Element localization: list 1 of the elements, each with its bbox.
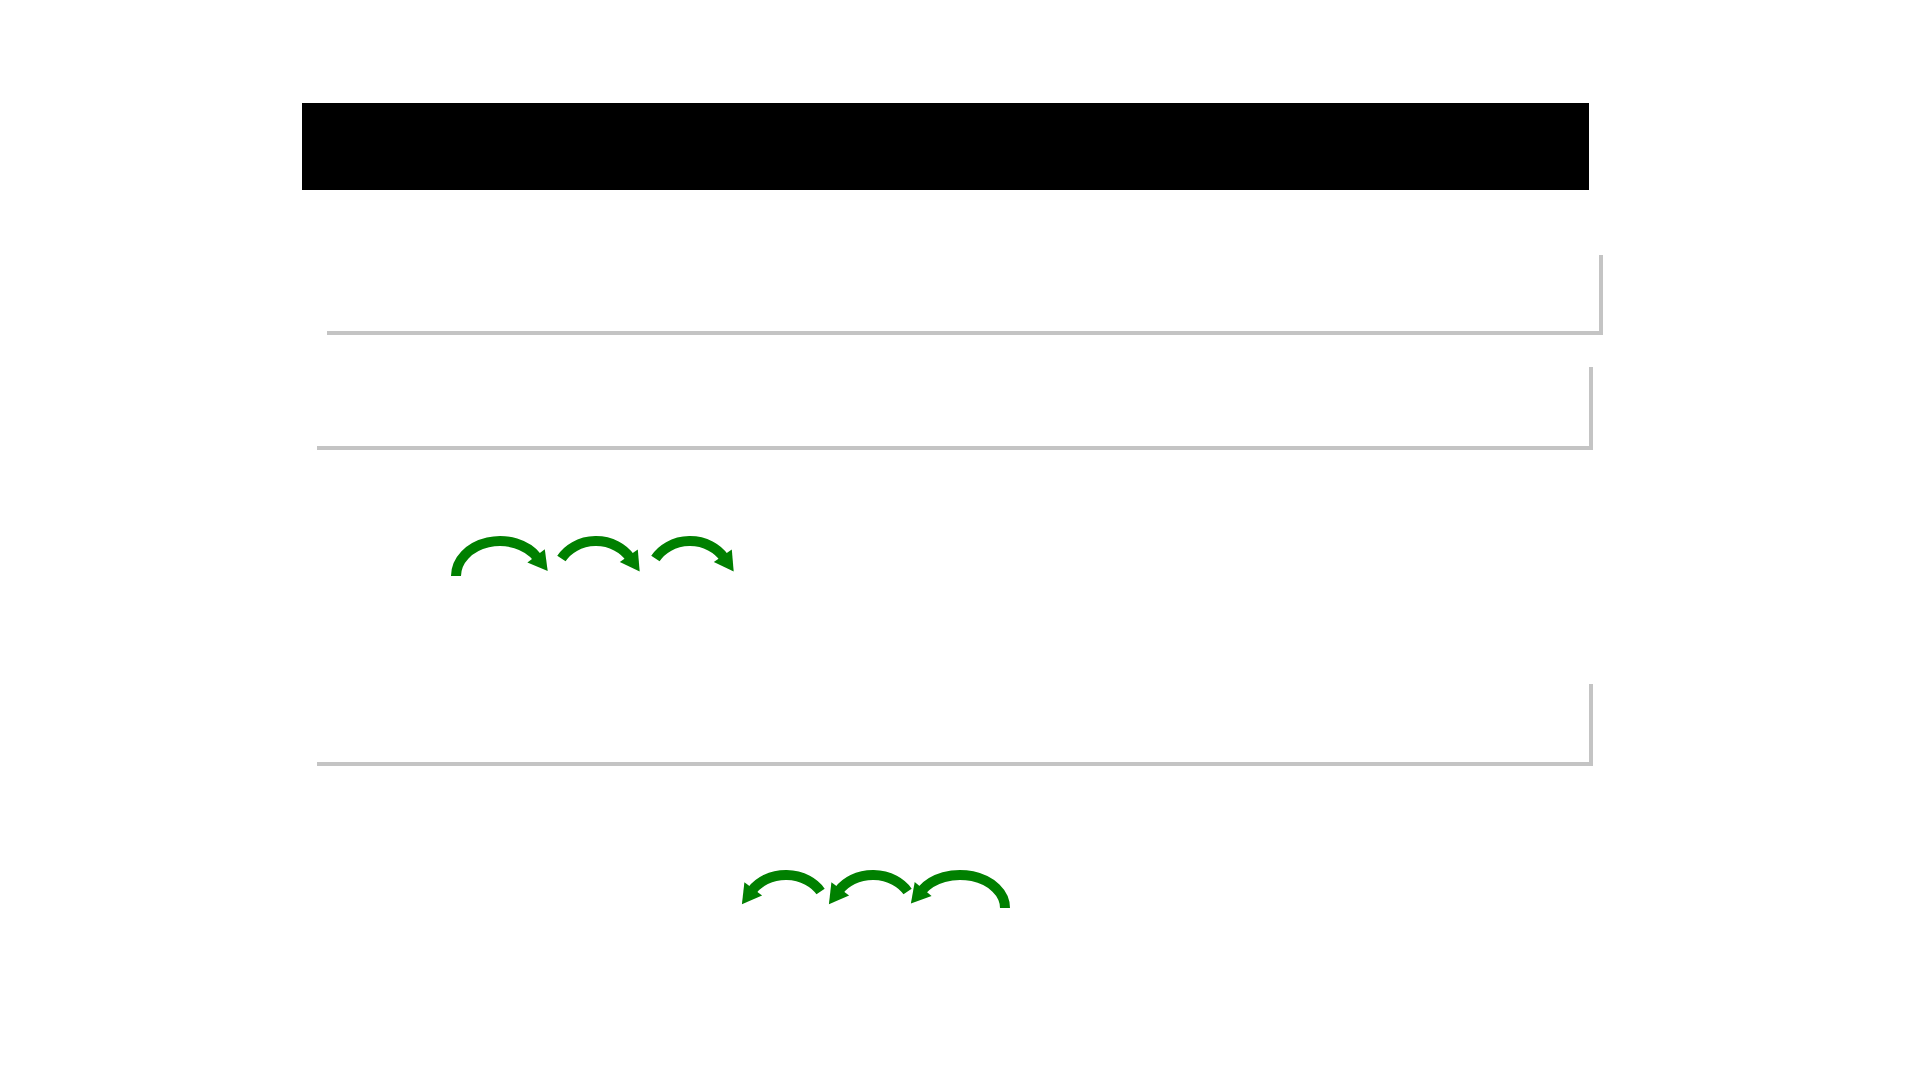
- header-bar: [302, 103, 1589, 190]
